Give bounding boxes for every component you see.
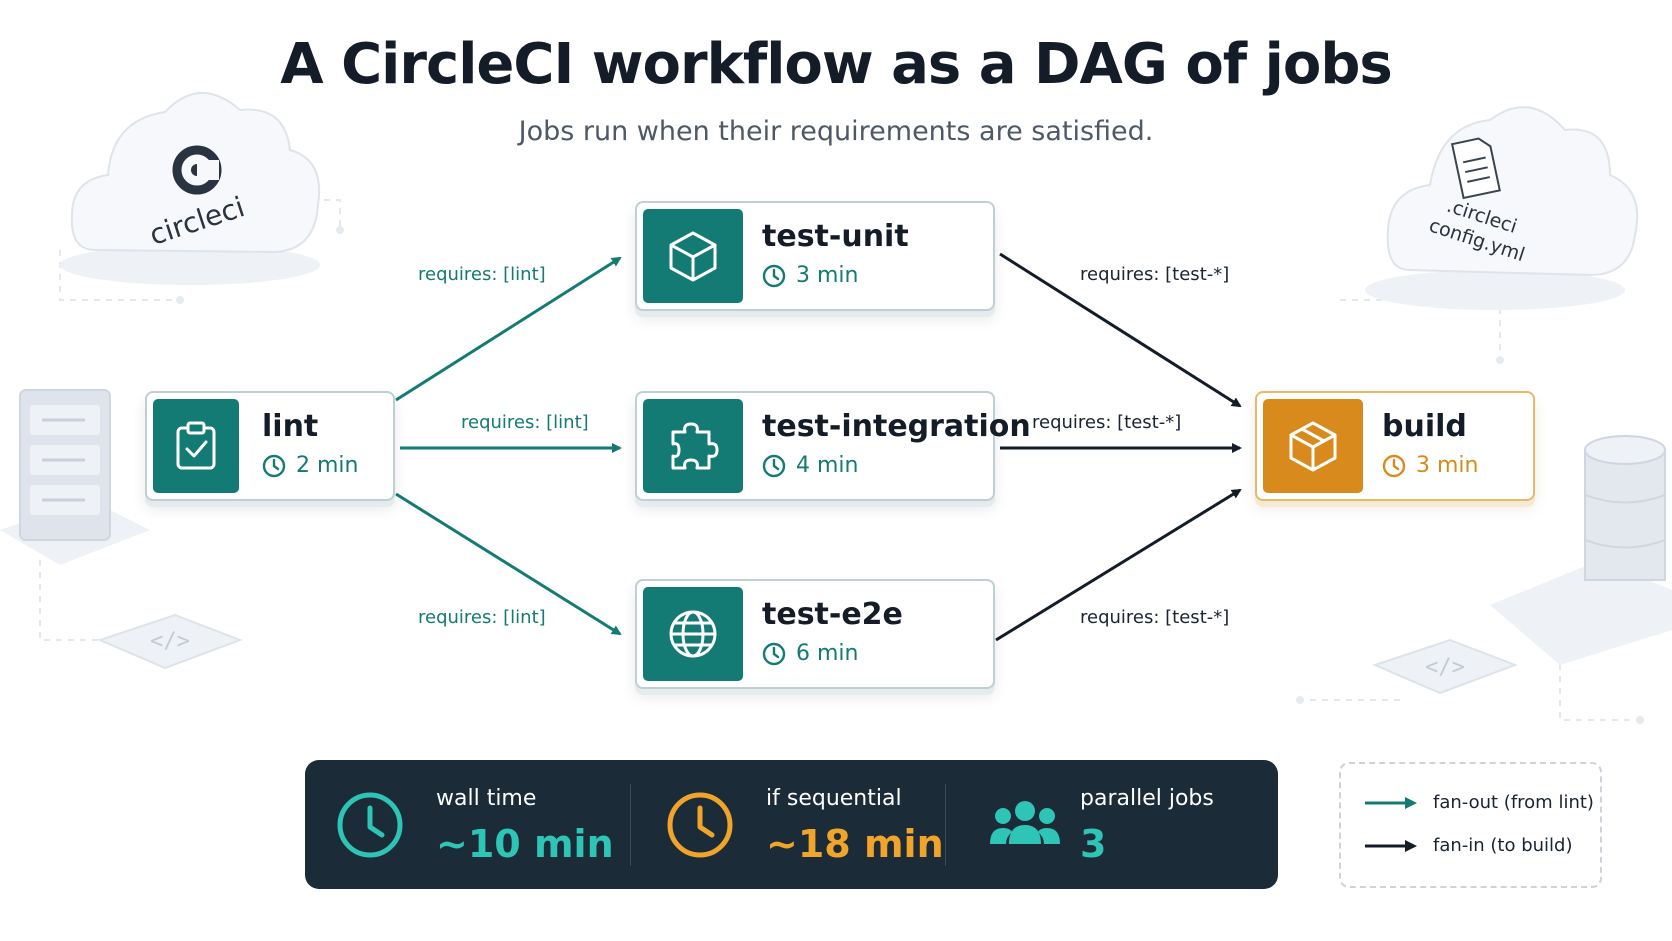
job-node-test-integration[interactable]: test-integration 4 min — [635, 391, 1031, 501]
job-duration-text: 6 min — [796, 641, 859, 666]
stat-label-sequential: if sequential — [766, 786, 902, 811]
job-duration-text: 3 min — [796, 263, 859, 288]
job-node-lint[interactable]: lint 2 min — [145, 391, 395, 501]
job-node-test-unit[interactable]: test-unit 3 min — [635, 201, 995, 311]
stat-wall-time: wall time ~10 min — [335, 760, 625, 889]
legend: fan-out (from lint) fan-in (to build) — [1339, 762, 1602, 888]
job-duration-test-unit: 3 min — [762, 263, 858, 288]
job-duration-text: 3 min — [1416, 453, 1479, 478]
legend-label-fan-in: fan-in (to build) — [1433, 835, 1573, 856]
clock-icon — [667, 792, 733, 858]
stat-parallel-jobs: parallel jobs 3 — [990, 760, 1260, 889]
stat-value-sequential: ~18 min — [766, 822, 944, 866]
stat-sequential: if sequential ~18 min — [665, 760, 955, 889]
code-tile-left-illustration: </> — [97, 613, 243, 670]
stat-value-parallel-jobs: 3 — [1080, 822, 1107, 866]
edge-test-e2e-to-build — [995, 488, 1242, 642]
clock-icon — [1382, 454, 1406, 477]
clock-icon — [337, 792, 403, 858]
code-tile-right-illustration: </> — [1372, 638, 1518, 695]
config-cloud-illustration: .circleci config.yml — [1365, 106, 1639, 310]
stat-label-parallel-jobs: parallel jobs — [1080, 786, 1214, 811]
puzzle-icon — [643, 399, 743, 493]
database-illustration — [1490, 435, 1672, 665]
edge-label-lint-to-e2e: requires: [lint] — [418, 607, 546, 628]
stats-divider — [630, 784, 631, 866]
edge-lint-to-test-unit — [395, 256, 622, 402]
navy-arrow-icon — [1365, 839, 1417, 852]
circleci-cloud-illustration: circleci — [60, 92, 321, 285]
svg-text:</>: </> — [1425, 655, 1465, 680]
stats-divider — [945, 784, 946, 866]
legend-label-fan-out: fan-out (from lint) — [1433, 792, 1594, 813]
edge-label-integration-to-build: requires: [test-*] — [1032, 412, 1182, 433]
stats-panel: wall time ~10 min if sequential ~18 min … — [305, 760, 1278, 889]
job-duration-build: 3 min — [1382, 453, 1478, 478]
job-node-test-e2e[interactable]: test-e2e 6 min — [635, 579, 995, 689]
legend-item-fan-in: fan-in (to build) — [1365, 835, 1573, 856]
job-duration-lint: 2 min — [262, 453, 358, 478]
teal-arrow-icon — [1365, 796, 1417, 809]
legend-item-fan-out: fan-out (from lint) — [1365, 792, 1594, 813]
stat-value-wall-time: ~10 min — [436, 822, 614, 866]
job-name-test-integration: test-integration — [762, 409, 1031, 444]
job-duration-text: 4 min — [796, 453, 859, 478]
job-name-build: build — [1382, 409, 1467, 444]
page-subtitle: Jobs run when their requirements are sat… — [518, 116, 1154, 147]
job-node-build[interactable]: build 3 min — [1255, 391, 1535, 501]
globe-icon — [643, 587, 743, 681]
page-title: A CircleCI workflow as a DAG of jobs — [280, 32, 1392, 97]
edge-lint-to-test-e2e — [395, 492, 622, 636]
job-duration-test-integration: 4 min — [762, 453, 858, 478]
edge-label-unit-to-build: requires: [test-*] — [1080, 264, 1230, 285]
stat-label-wall-time: wall time — [436, 786, 537, 811]
job-name-lint: lint — [262, 409, 319, 444]
server-rack-illustration — [0, 389, 150, 565]
edge-label-lint-to-unit: requires: [lint] — [418, 264, 546, 285]
job-duration-test-e2e: 6 min — [762, 641, 858, 666]
job-name-test-e2e: test-e2e — [762, 597, 903, 632]
job-duration-text: 2 min — [296, 453, 359, 478]
clipboard-check-icon — [153, 399, 239, 493]
edge-label-lint-to-integration: requires: [lint] — [461, 412, 589, 433]
cube-icon — [643, 209, 743, 303]
clock-icon — [762, 454, 786, 477]
edge-test-unit-to-build — [999, 252, 1242, 408]
clock-icon — [262, 454, 286, 477]
users-icon — [990, 801, 1060, 844]
clock-icon — [762, 264, 786, 287]
clock-icon — [762, 642, 786, 665]
job-name-test-unit: test-unit — [762, 219, 909, 254]
svg-text:</>: </> — [150, 629, 190, 654]
box-icon — [1263, 399, 1363, 493]
edge-label-e2e-to-build: requires: [test-*] — [1080, 607, 1230, 628]
